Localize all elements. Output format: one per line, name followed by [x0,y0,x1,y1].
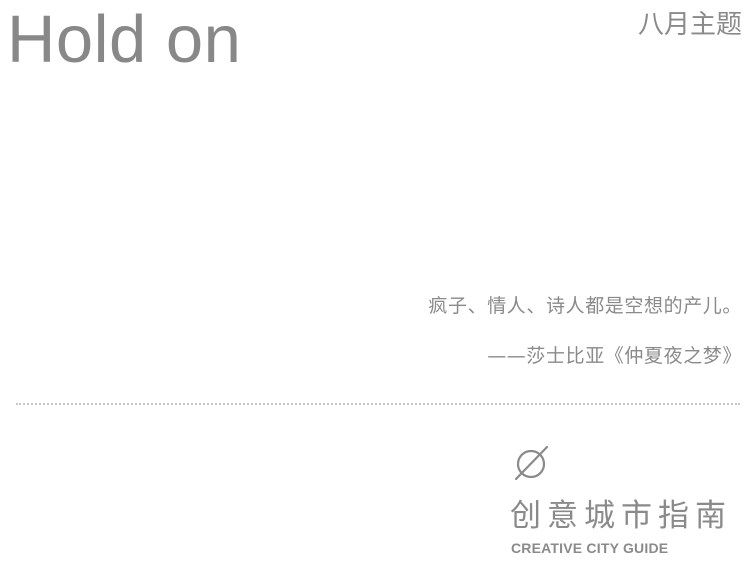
monthly-theme-label: 八月主题 [637,10,742,40]
brand-name-chinese: 创意城市指南 [510,498,732,534]
headline-title: Hold on [7,2,242,77]
brand-name-english: CREATIVE CITY GUIDE [511,540,669,556]
dotted-divider [16,403,740,405]
empty-set-icon [514,445,549,481]
quote-attribution: ——莎士比亚《仲夏夜之梦》 [487,345,742,367]
quote-text: 疯子、情人、诗人都是空想的产儿。 [428,295,742,317]
